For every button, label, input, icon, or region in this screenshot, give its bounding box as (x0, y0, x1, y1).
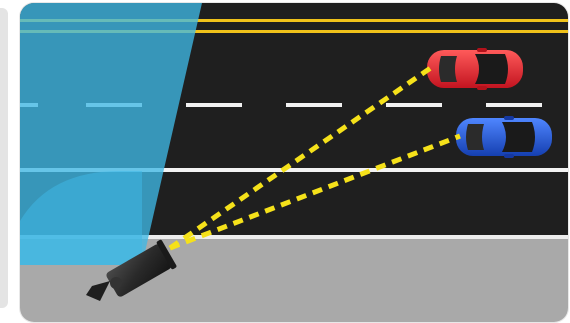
adjacent-panel-edge (0, 8, 8, 308)
red-car (427, 48, 523, 90)
blue-car (456, 116, 552, 158)
road-scene (20, 3, 568, 322)
road-illustration-card (20, 3, 568, 322)
